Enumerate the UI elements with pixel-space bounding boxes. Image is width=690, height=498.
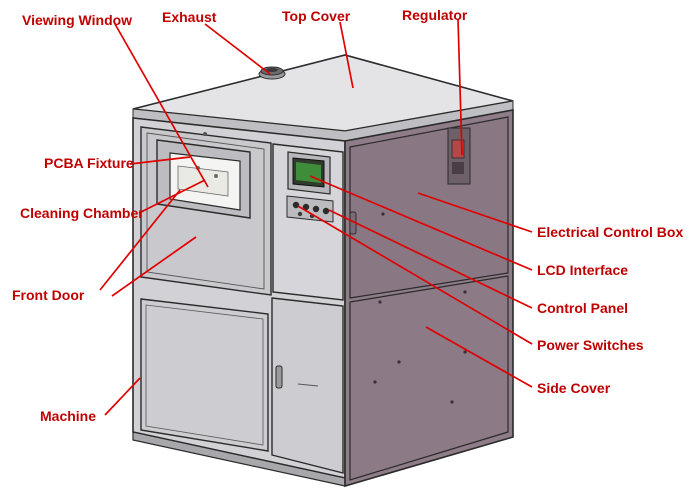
side-fasteners [373, 212, 467, 404]
leader-lines [99, 18, 533, 416]
electrical-control-box [349, 116, 509, 299]
machine-lower-panel [140, 298, 269, 452]
lower-service-door [271, 297, 344, 474]
label-electrical-control-box: Electrical Control Box [537, 224, 684, 240]
regulator [447, 127, 471, 185]
label-machine: Machine [40, 408, 97, 424]
control-panel [286, 195, 334, 223]
side-cover [349, 275, 509, 481]
label-pcba-fixture: PCBA Fixture [44, 155, 134, 171]
label-power-switches: Power Switches [537, 337, 644, 353]
label-exhaust: Exhaust [162, 9, 217, 25]
door-handle [275, 365, 283, 389]
label-regulator: Regulator [402, 7, 468, 23]
label-lcd-interface: LCD Interface [537, 262, 629, 278]
label-side-cover: Side Cover [537, 380, 611, 396]
label-top-cover: Top Cover [282, 8, 351, 24]
label-front-door: Front Door [12, 287, 85, 303]
machine-lower-panel-inner [145, 304, 264, 446]
front-door-inner [146, 132, 265, 290]
label-cleaning-chamber: Cleaning Chamber [20, 205, 144, 221]
label-viewing-window: Viewing Window [22, 12, 133, 28]
label-control-panel: Control Panel [537, 300, 629, 316]
